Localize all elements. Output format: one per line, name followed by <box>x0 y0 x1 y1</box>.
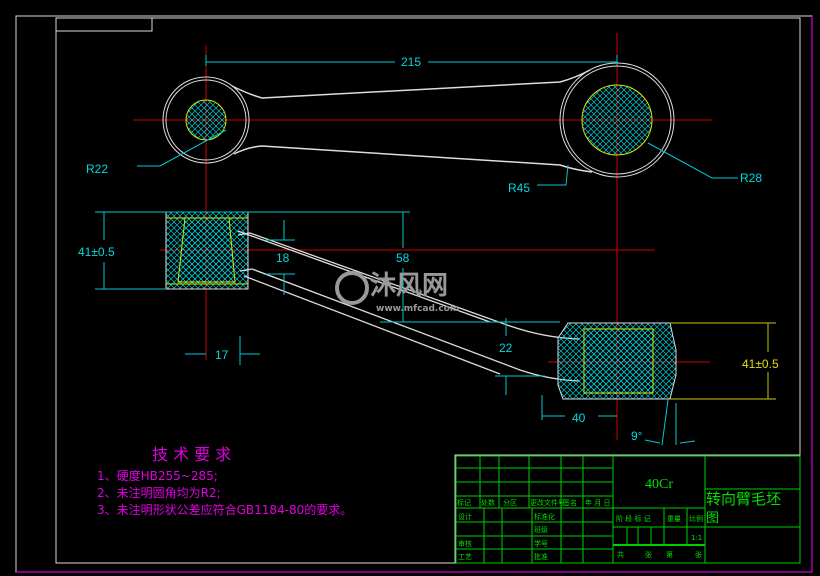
dim-18: 18 <box>276 251 290 265</box>
svg-text:共: 共 <box>617 550 624 559</box>
svg-text:比例: 比例 <box>689 514 703 523</box>
right-bushing-section <box>557 322 677 400</box>
drawing-title-line1: 转向臂毛坯 <box>706 490 781 508</box>
svg-text:张: 张 <box>645 550 652 559</box>
svg-text:处数: 处数 <box>481 498 495 507</box>
inner-frame <box>55 17 801 564</box>
drawing-title-line2: 图 <box>706 511 719 526</box>
title-block <box>454 454 801 564</box>
left-bushing-section <box>165 211 249 290</box>
corner-box <box>55 17 153 32</box>
svg-text:年 月 日: 年 月 日 <box>585 498 610 507</box>
tech-req-item: 3、未注明形状公差应符合GB1184-80的要求。 <box>97 502 352 517</box>
large-bore-hatch <box>581 84 653 156</box>
svg-text:分区: 分区 <box>503 498 517 507</box>
svg-text:标准化: 标准化 <box>534 512 555 521</box>
svg-text:第: 第 <box>666 550 673 559</box>
dim-r45: R45 <box>508 181 530 195</box>
svg-text:学号: 学号 <box>534 539 548 548</box>
svg-text:张: 张 <box>695 550 702 559</box>
dim-r28: R28 <box>740 171 762 185</box>
svg-text:阶 段 标 记: 阶 段 标 记 <box>616 514 651 523</box>
dim-right-height: 41±0.5 <box>742 357 779 371</box>
top-dims <box>137 55 738 186</box>
svg-text:重量: 重量 <box>667 515 681 523</box>
top-view <box>162 62 675 178</box>
scale-value: 1:1 <box>691 534 702 542</box>
svg-text:批准: 批准 <box>534 552 548 561</box>
svg-text:设计: 设计 <box>458 512 472 521</box>
material: 40Cr <box>645 477 673 492</box>
svg-text:标记: 标记 <box>457 498 471 507</box>
dim-215: 215 <box>401 55 421 69</box>
dim-9deg: 9° <box>631 429 643 443</box>
dim-22: 22 <box>499 341 513 355</box>
dim-40: 40 <box>572 411 586 425</box>
svg-text:班级: 班级 <box>534 525 548 534</box>
svg-text:工艺: 工艺 <box>458 553 472 561</box>
tech-req-heading: 技 术 要 求 <box>152 445 231 464</box>
tech-req-item: 2、未注明圆角均为R2; <box>97 485 221 500</box>
side-dims <box>95 211 696 446</box>
title-block-labels: 标记 处数 分区 更改文件号 签名 年 月 日 设计 标准化 班级 审核 学号 … <box>457 498 703 561</box>
watermark-logo: 沐风网 www.mfcad.com <box>335 271 459 314</box>
dim-left-height: 41±0.5 <box>78 245 115 259</box>
dim-58: 58 <box>396 251 410 265</box>
dim-r22: R22 <box>86 162 108 176</box>
svg-text:签名: 签名 <box>563 498 577 507</box>
dim-17: 17 <box>215 348 229 362</box>
outer-frame-magenta <box>16 16 813 573</box>
right-height-dim <box>670 322 776 400</box>
svg-text:www.mfcad.com: www.mfcad.com <box>376 304 459 314</box>
tech-req-item: 1、硬度HB255~285; <box>97 468 218 483</box>
svg-text:更改文件号: 更改文件号 <box>530 498 565 507</box>
svg-text:沐风网: 沐风网 <box>370 271 448 301</box>
small-bore-hatch <box>185 99 227 141</box>
svg-text:审核: 审核 <box>458 539 472 548</box>
